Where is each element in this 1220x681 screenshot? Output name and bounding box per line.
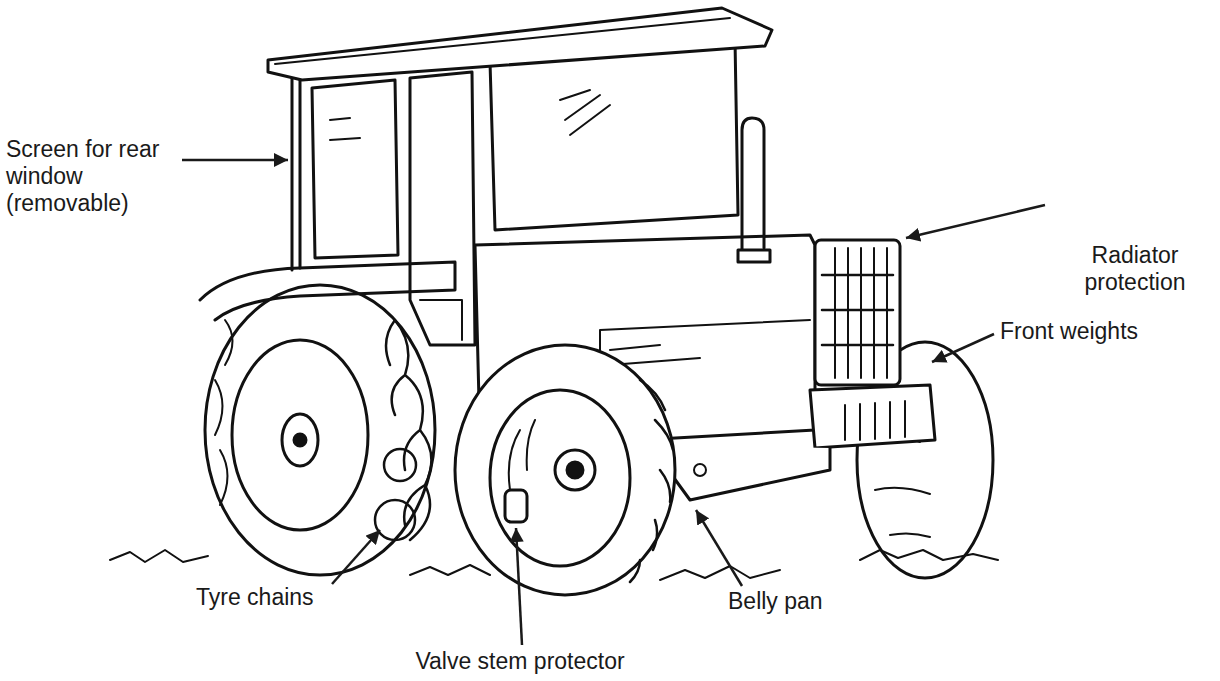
part-label: Front weights: [1000, 318, 1210, 345]
leader-arrow: [696, 510, 742, 586]
part-label: Belly pan: [728, 588, 878, 615]
part-label: Valve stem protector: [390, 648, 650, 675]
leader-arrow: [932, 334, 994, 362]
leader-arrow: [332, 530, 380, 584]
leader-arrow: [516, 528, 522, 645]
part-label: Radiator protection: [1055, 242, 1215, 296]
part-label: Tyre chains: [196, 584, 336, 611]
part-label: Screen for rear window (removable): [6, 136, 178, 217]
leader-arrow: [182, 159, 288, 162]
leader-arrow: [906, 205, 1045, 238]
